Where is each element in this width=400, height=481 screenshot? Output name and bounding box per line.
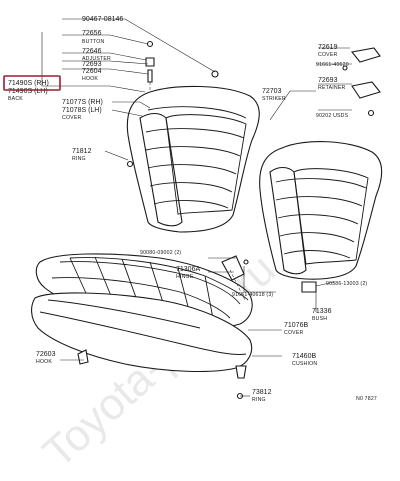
callout-number: 91661-40618 (3): [232, 292, 273, 298]
callout-number: 90467-08146: [82, 16, 123, 23]
callout-number: 72646: [82, 48, 102, 55]
callout-desc: HINGE: [176, 274, 194, 280]
callout-desc: COVER: [62, 115, 82, 121]
callout-number: 72604: [82, 68, 102, 75]
callout-number: 72619: [318, 44, 338, 51]
callout-desc: HOOK: [82, 76, 98, 82]
hardware-top-left: [145, 40, 219, 83]
callout-desc: COVER: [284, 330, 304, 336]
callout-number: 71460B: [292, 353, 316, 360]
callout-desc: COVER: [318, 52, 338, 58]
callout-desc: HOOK: [36, 359, 52, 365]
hardware-top-right: [342, 47, 381, 117]
hardware-bottom: [77, 160, 247, 400]
callout-number: 90386-13003 (2): [326, 281, 367, 287]
callout-desc: RETAINER: [318, 85, 345, 91]
callout-desc: BACK: [8, 96, 23, 102]
callout-number: 71812: [72, 148, 92, 155]
callout-number: 71076B: [284, 322, 308, 329]
callout-number: 91661-40620: [316, 62, 349, 68]
callout-number: 72693: [82, 61, 102, 68]
callout-number: 73812: [252, 389, 272, 396]
callout-number: 71077S (RH): [62, 99, 103, 106]
callout-desc: BUTTON: [82, 39, 104, 45]
left-seatback[interactable]: [126, 85, 260, 233]
callout-number: 90202 USDS: [316, 113, 349, 119]
callout-number: 72656: [82, 30, 102, 37]
callout-desc: RING: [72, 156, 86, 162]
callout-number: 72703: [262, 88, 282, 95]
callout-labels: 90467-08146 72656 BUTTON 72646 ADJUSTER …: [8, 16, 377, 403]
callout-number: 90080-09002 (2): [140, 250, 181, 256]
diagram-code: N0 7827: [356, 396, 377, 402]
callout-desc: STRIKER: [262, 96, 286, 102]
callout-desc: BUSH: [312, 316, 327, 322]
callout-number: 71336: [312, 308, 332, 315]
right-seatback[interactable]: [259, 141, 383, 280]
leader-lines: [41, 18, 352, 397]
callout-number: 71078S (LH): [62, 107, 102, 114]
callout-number: 71306A: [176, 266, 200, 273]
callout-number: 72693: [318, 77, 338, 84]
callout-desc: RING: [252, 397, 266, 403]
callout-desc: CUSHION: [292, 361, 317, 367]
callout-number: 72603: [36, 351, 56, 358]
callout-number: 71490S (LH): [8, 88, 48, 95]
callout-desc: ADJUSTER: [82, 56, 111, 62]
callout-number: 71490S (RH): [8, 80, 49, 87]
callout-highlight: [3, 75, 61, 91]
